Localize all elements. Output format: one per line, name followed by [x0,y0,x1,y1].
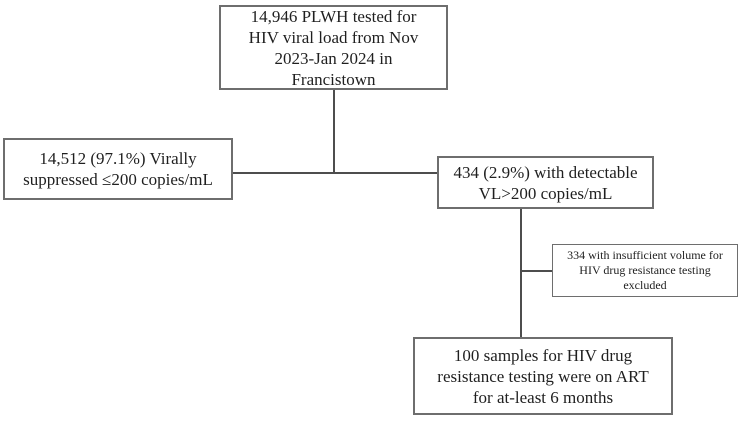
flow-box-excluded-insufficient-volume: 334 with insufficient volume for HIV dru… [552,244,738,297]
connector-detectable-to-samples [520,209,522,337]
flow-box-tested-population: 14,946 PLWH tested for HIV viral load fr… [219,5,448,90]
flow-box-drug-resistance-samples: 100 samples for HIV drug resistance test… [413,337,673,415]
flow-box-virally-suppressed: 14,512 (97.1%) Virally suppressed ≤200 c… [3,138,233,200]
connector-branch-to-excluded [520,270,552,272]
flow-box-detectable-vl: 434 (2.9%) with detectable VL>200 copies… [437,156,654,209]
connector-left-to-right-split [233,172,437,174]
connector-top-to-split [333,90,335,174]
